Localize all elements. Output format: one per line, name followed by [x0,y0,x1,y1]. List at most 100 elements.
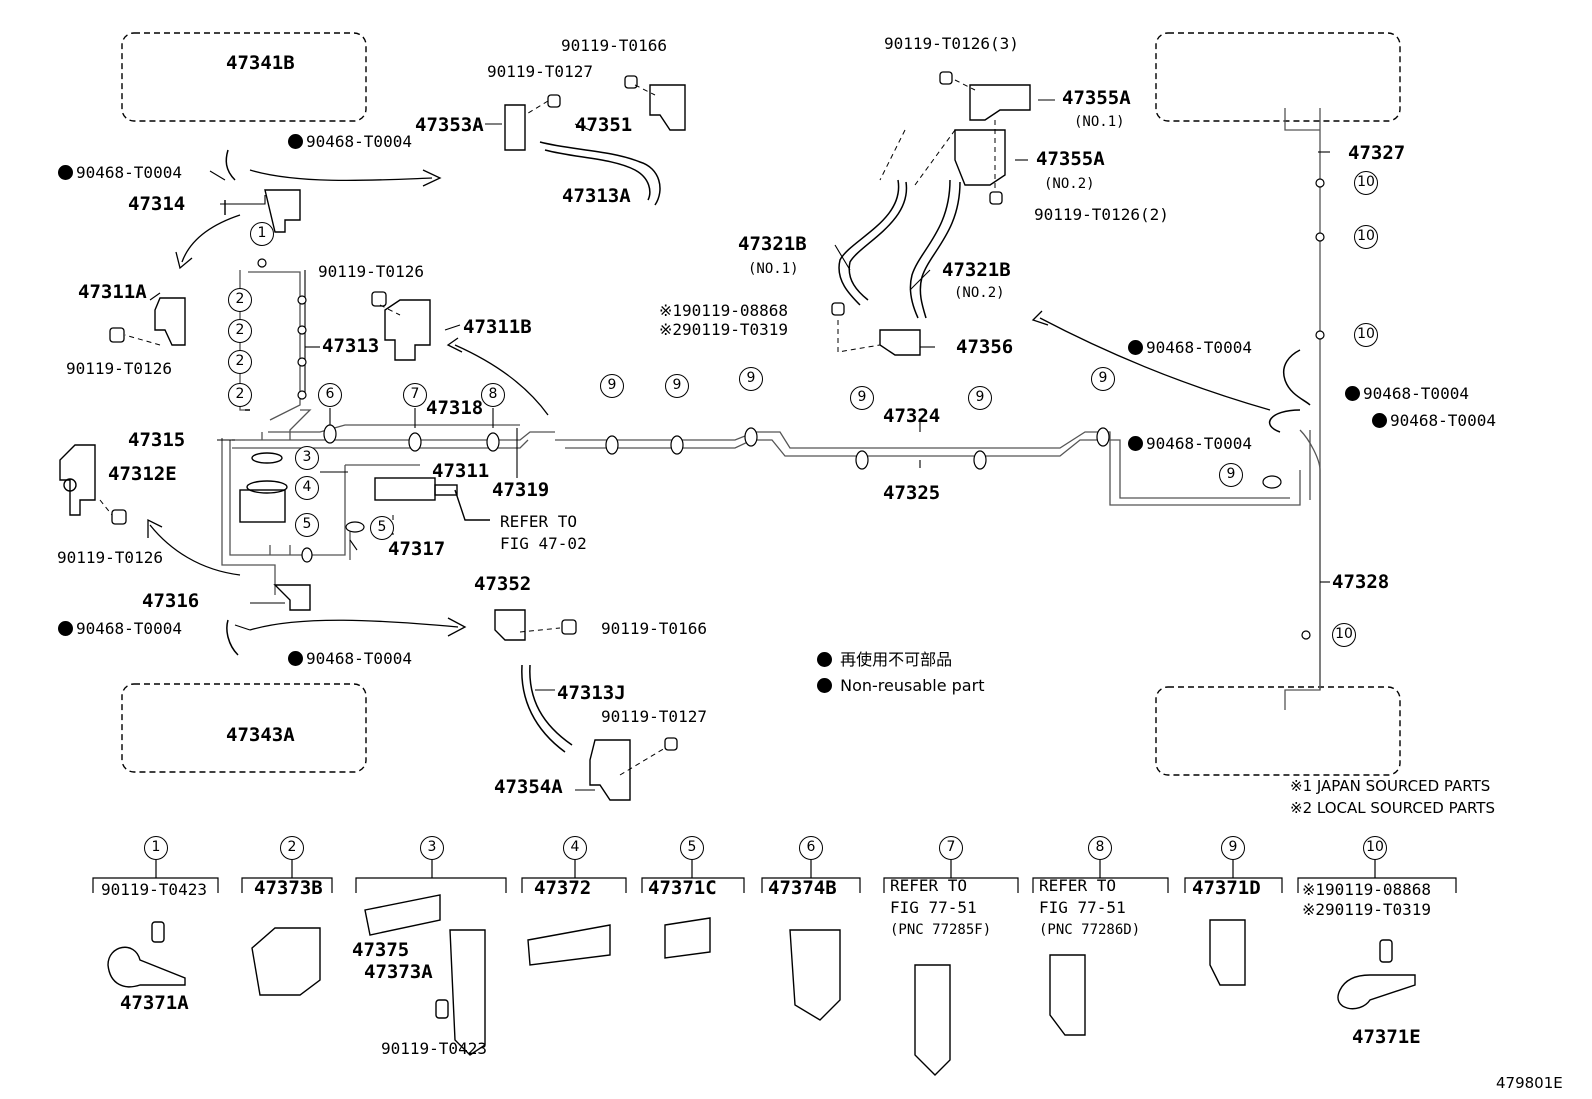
brackets [59,84,1031,801]
bottom-4-part: 47372 [534,877,592,899]
part-47341B: 47341B [226,52,295,74]
bottom-2-part: 47373B [254,877,323,899]
callout-9: 9 [600,374,624,398]
callout-9: 9 [665,374,689,398]
callout-9: 9 [739,367,763,391]
non-reusable-dot-icon [1128,340,1143,355]
bottom-callout-4: 4 [563,836,587,860]
nut-label-r2: 90468-T0004 [1345,385,1469,403]
rear-left-box [121,683,367,773]
part-47311B: 47311B [463,316,532,338]
nut-label-text: 90468-T0004 [1363,384,1469,403]
part-47328: 47328 [1332,571,1390,593]
bolt-t0126-3: 90119-T0126(3) [884,34,1019,53]
bolt-311B: 90119-T0126 [318,262,424,281]
bolt-t0127-bot: 90119-T0127 [601,707,707,726]
part-47325: 47325 [883,482,941,504]
junction-dots [257,178,1325,640]
callout-4: 4 [295,476,319,500]
legend-jp-text: 再使用不可部品 [840,650,953,669]
nut-label-text: 90468-T0004 [76,619,182,638]
callout-9: 9 [968,386,992,410]
part-47352: 47352 [474,573,532,595]
master-cylinder [239,452,490,523]
callout-1: 1 [250,222,274,246]
main-brake-lines [232,108,1321,710]
non-reusable-dot-icon [58,165,73,180]
figure-number: 479801E [1496,1074,1563,1092]
bottom-callout-8: 8 [1088,836,1112,860]
nut-label-text: 90468-T0004 [306,132,412,151]
rear-right-box [1155,686,1401,776]
non-reusable-dot-icon [817,652,832,667]
part-47311A: 47311A [78,281,147,303]
bottom-callout-3: 3 [420,836,444,860]
flow-arrows [147,169,1271,637]
bottom-6-part: 47374B [768,877,837,899]
bottom-callout-7: 7 [939,836,963,860]
nut-label-text: 90468-T0004 [1146,434,1252,453]
bottom-1-part: 47371A [120,992,189,1014]
part-47343A: 47343A [226,724,295,746]
bolts [109,71,1003,751]
bottom-7-line1: REFER TO [890,876,968,895]
non-reusable-dot-icon [288,651,303,666]
note-local-sourced: ※2 LOCAL SOURCED PARTS [1290,799,1495,817]
bottom-row-brackets [92,860,1457,893]
non-reusable-dot-icon [817,678,832,693]
callout-2: 2 [228,319,252,343]
part-47356: 47356 [956,336,1014,358]
callout-3: 3 [295,446,319,470]
left-lines [221,270,420,595]
non-reusable-dot-icon [58,621,73,636]
non-reusable-dot-icon [1128,436,1143,451]
bottom-5-part: 47371C [648,877,717,899]
bolt-311A: 90119-T0126 [66,359,172,378]
callout-2: 2 [228,288,252,312]
bottom-callout-1: 1 [144,836,168,860]
callout-2: 2 [228,350,252,374]
part-47316: 47316 [142,590,200,612]
part-47355A-no2: 47355A [1036,148,1105,170]
callout-7: 7 [403,383,427,407]
callout-10: 10 [1354,323,1378,347]
bolt-jp-sourced: ※190119-08868 [659,301,788,320]
part-47321B-no1: 47321B [738,233,807,255]
part-47353A: 47353A [415,114,484,136]
bottom-8-line1: REFER TO [1039,876,1117,895]
bottom-10-bolt-jp: ※190119-08868 [1302,880,1431,899]
bottom-7-line2: FIG 77-51 [890,898,977,917]
nut-label-text: 90468-T0004 [76,163,182,182]
front-right-box [1155,32,1401,122]
part-47355A-no2-suffix: (NO.2) [1044,176,1095,192]
bottom-8-line3: (PNC 77286D) [1039,922,1141,938]
part-47327: 47327 [1348,142,1406,164]
nut-label-text: 90468-T0004 [1390,411,1496,430]
bolt-t0127-top: 90119-T0127 [487,62,593,81]
flex-hoses [225,141,1311,753]
bolt-312E: 90119-T0126 [57,548,163,567]
part-47321B-no1-suffix: (NO.1) [748,261,799,277]
bottom-row-parts [107,894,1416,1076]
part-47321B-no2: 47321B [942,259,1011,281]
non-reusable-dot-icon [1372,413,1387,428]
bottom-7-line3: (PNC 77285F) [890,922,992,938]
non-reusable-dot-icon [1345,386,1360,401]
part-47315: 47315 [128,429,186,451]
part-47311: 47311 [432,460,490,482]
nut-label-tl2: 90468-T0004 [58,164,182,182]
bottom-3-bolt: 90119-T0423 [381,1039,487,1058]
leader-lines [149,99,1330,791]
nut-label-text: 90468-T0004 [306,649,412,668]
bottom-3-part-a: 47375 [352,939,410,961]
bottom-callout-10: 10 [1363,836,1387,860]
part-47355A-no1: 47355A [1062,87,1131,109]
legend-non-reusable-jp: 再使用不可部品 [817,651,952,669]
bottom-10-bolt-local: ※290119-T0319 [1302,900,1431,919]
note-japan-sourced: ※1 JAPAN SOURCED PARTS [1290,777,1491,795]
part-47324: 47324 [883,405,941,427]
part-47354A: 47354A [494,776,563,798]
bottom-9-part: 47371D [1192,877,1261,899]
callout-5: 5 [295,513,319,537]
part-47312E: 47312E [108,463,177,485]
